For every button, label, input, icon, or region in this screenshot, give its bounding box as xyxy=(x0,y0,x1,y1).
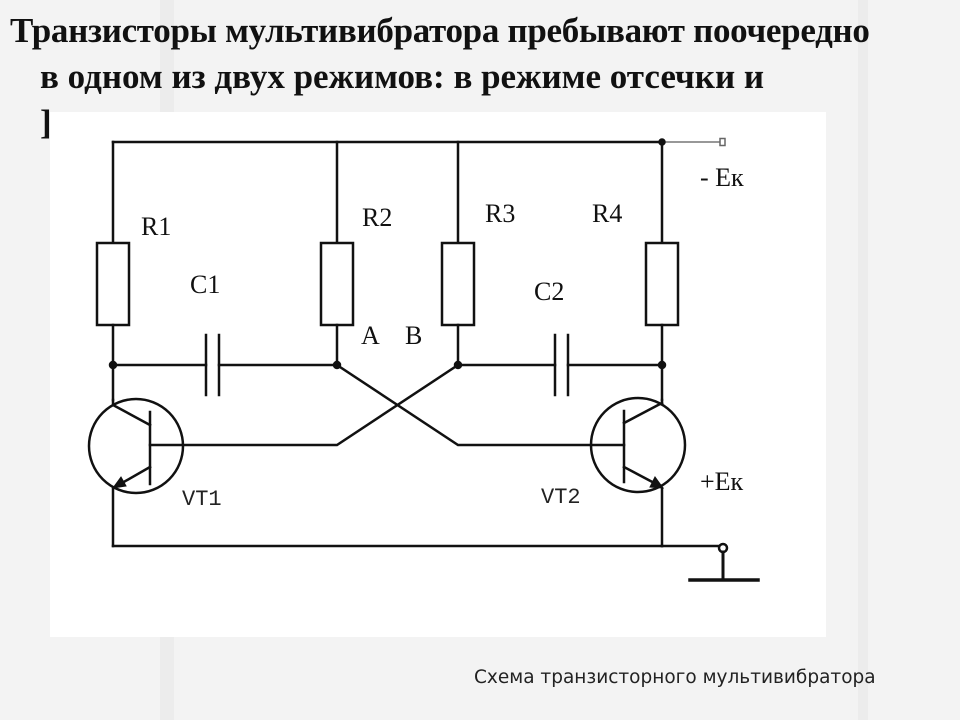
transistor-vt1 xyxy=(87,397,185,548)
resistor-r2 xyxy=(319,241,355,327)
label-r2: R2 xyxy=(362,203,392,232)
label-vt1: VT1 xyxy=(182,487,222,512)
vt2-emitter-arrow-icon xyxy=(649,476,665,489)
label-node-a: A xyxy=(361,321,380,350)
resistor-r1 xyxy=(95,241,131,327)
label-r4: R4 xyxy=(592,199,622,228)
vt1-collector xyxy=(111,403,152,427)
vt1-body xyxy=(87,397,185,495)
label-c1: C1 xyxy=(190,270,220,299)
background-stripe xyxy=(858,0,868,720)
transistor-vt2 xyxy=(589,396,687,548)
resistor-r4 xyxy=(644,241,680,327)
title-line-2: в одном из двух режимов: в режиме отсечк… xyxy=(40,57,765,96)
vt2-collector xyxy=(622,401,664,425)
label-positive-supply: +Eк xyxy=(700,467,744,496)
label-r1: R1 xyxy=(141,212,171,241)
junction-dot xyxy=(657,360,667,370)
cross-wire-b-to-vt1-base xyxy=(148,363,460,447)
slide-title: Транзисторы мультивибратора пребывают по… xyxy=(10,8,950,146)
circuit-diagram-panel xyxy=(50,112,826,637)
title-line-1: Транзисторы мультивибратора пребывают по… xyxy=(10,11,870,50)
negative-supply-terminal xyxy=(719,137,726,147)
cross-wire-a-to-vt2-base xyxy=(335,363,626,447)
label-r3: R3 xyxy=(485,199,515,228)
label-node-b: B xyxy=(405,321,422,350)
label-negative-supply: - Eк xyxy=(700,163,744,192)
vt2-body xyxy=(589,396,687,494)
label-c2: C2 xyxy=(534,277,564,306)
figure-caption: Схема транзисторного мультивибратора xyxy=(474,667,876,688)
label-vt2: VT2 xyxy=(541,485,581,510)
resistor-r3 xyxy=(440,241,476,327)
junction-dot xyxy=(108,360,118,370)
title-line-3: ] xyxy=(40,103,52,142)
vt1-emitter-arrow-icon xyxy=(111,476,127,489)
